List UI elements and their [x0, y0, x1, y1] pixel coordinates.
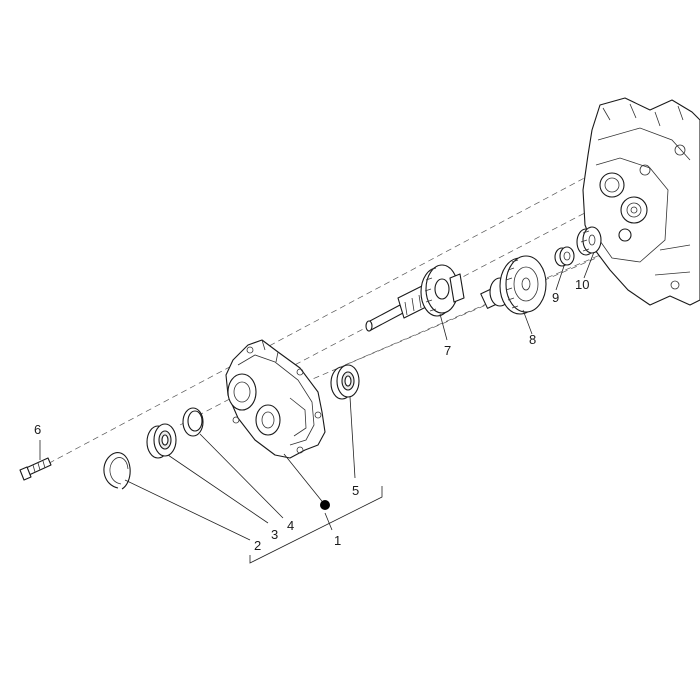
part-2-circlip	[103, 452, 131, 490]
callout-labels: 1 2 3 4 5 6 7 8 9 10	[34, 277, 589, 553]
callout-9: 9	[552, 290, 559, 305]
part-10-small-gear	[576, 226, 602, 256]
callout-4: 4	[287, 518, 294, 533]
part-5-bearing	[330, 364, 360, 400]
part-9-bushing	[554, 246, 575, 267]
callout-2: 2	[254, 538, 261, 553]
part-8-intermediate-gear	[480, 255, 547, 315]
part-6-bolt	[19, 457, 52, 481]
reference-dot-marker	[320, 500, 330, 510]
crankcase-housing	[582, 97, 700, 306]
part-1-gear-cover	[225, 339, 326, 459]
callout-8: 8	[529, 332, 536, 347]
part-3-bearing	[146, 423, 177, 459]
callout-5: 5	[352, 483, 359, 498]
leader-lines	[39, 251, 595, 564]
callout-3: 3	[271, 527, 278, 542]
callout-10: 10	[575, 277, 589, 292]
part-7-output-shaft	[365, 264, 465, 332]
part-4-seal-ring	[182, 407, 204, 437]
callout-7: 7	[444, 343, 451, 358]
assembly-axis-lines	[39, 174, 616, 469]
callout-6: 6	[34, 422, 41, 437]
callout-1: 1	[334, 533, 341, 548]
